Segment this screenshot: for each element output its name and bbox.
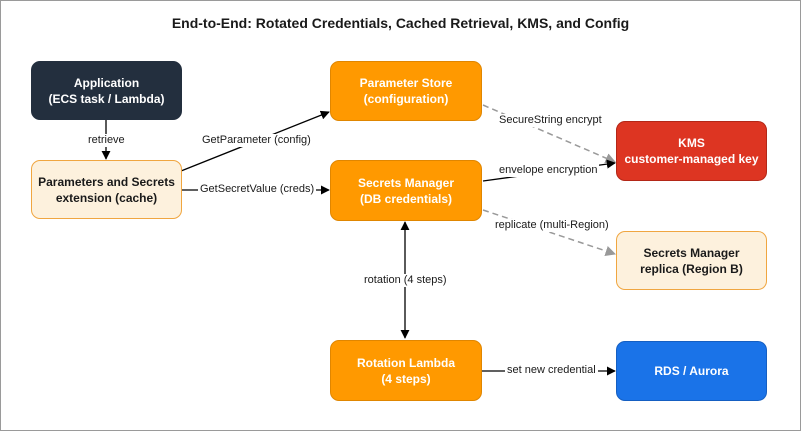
label-securestring: SecureString encrypt bbox=[497, 114, 604, 127]
secrets-manager-subtitle: (DB credentials) bbox=[359, 191, 453, 206]
edge-replicate bbox=[482, 209, 616, 256]
secrets-manager-title: Secrets Manager bbox=[357, 175, 455, 190]
replica-title: Secrets Manager bbox=[643, 245, 740, 260]
label-envelope: envelope encryption bbox=[497, 164, 600, 177]
secrets-manager-node: Secrets Manager (DB credentials) bbox=[330, 160, 482, 221]
parameter-store-title: Parameter Store bbox=[359, 76, 453, 90]
label-set-credential: set new credential bbox=[505, 364, 598, 377]
application-title: Application bbox=[73, 75, 140, 90]
label-get-parameter: GetParameter (config) bbox=[200, 134, 313, 147]
label-rotation: rotation (4 steps) bbox=[362, 274, 449, 287]
rotation-lambda-node: Rotation Lambda (4 steps) bbox=[330, 340, 482, 401]
kms-title: KMS bbox=[678, 136, 705, 150]
label-get-secret-value: GetSecretValue (creds) bbox=[198, 183, 317, 196]
replica-node: Secrets Manager replica (Region B) bbox=[616, 231, 767, 290]
replica-subtitle: replica (Region B) bbox=[640, 261, 743, 276]
diagram-title: End-to-End: Rotated Credentials, Cached … bbox=[171, 15, 630, 31]
extension-node: Parameters and Secrets extension (cache) bbox=[31, 160, 182, 219]
rotation-lambda-subtitle: (4 steps) bbox=[381, 371, 431, 386]
label-retrieve: retrieve bbox=[86, 134, 127, 147]
rds-node: RDS / Aurora bbox=[616, 341, 767, 401]
kms-node: KMS customer-managed key bbox=[616, 121, 767, 181]
application-subtitle: (ECS task / Lambda) bbox=[48, 91, 165, 106]
parameter-store-subtitle: (configuration) bbox=[363, 92, 449, 106]
rds-title: RDS / Aurora bbox=[654, 364, 729, 378]
application-node: Application (ECS task / Lambda) bbox=[31, 61, 182, 120]
label-replicate: replicate (multi-Region) bbox=[493, 219, 611, 232]
parameter-store-node: Parameter Store (configuration) bbox=[330, 61, 482, 121]
rotation-lambda-title: Rotation Lambda bbox=[357, 355, 455, 370]
kms-subtitle: customer-managed key bbox=[624, 152, 759, 166]
extension-subtitle: extension (cache) bbox=[55, 190, 158, 205]
extension-title: Parameters and Secrets bbox=[38, 174, 175, 189]
